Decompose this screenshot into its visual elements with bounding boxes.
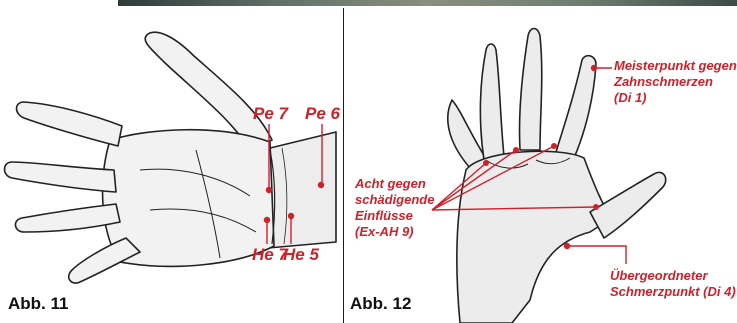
label-schmerz-line-2: Schmerzpunkt (Di 4) <box>610 284 736 300</box>
point-he5 <box>288 213 294 219</box>
point-pe7 <box>266 187 272 193</box>
label-schmerzpunkt: Übergeordneter Schmerzpunkt (Di 4) <box>610 268 736 300</box>
panel-divider <box>343 8 344 323</box>
label-meisterpunkt-line-3: (Di 1) <box>614 90 737 106</box>
label-acht-line-4: (Ex-AH 9) <box>355 224 434 240</box>
label-acht-gegen: Acht gegen schädigende Einflüsse (Ex-AH … <box>355 176 434 240</box>
label-he5: He 5 <box>283 245 319 265</box>
label-acht-line-1: Acht gegen <box>355 176 434 192</box>
label-meisterpunkt: Meisterpunkt gegen Zahnschmerzen (Di 1) <box>614 58 737 106</box>
label-acht-line-2: schädigende <box>355 192 434 208</box>
point-pe6 <box>318 182 324 188</box>
label-pe6: Pe 6 <box>305 104 340 124</box>
point-he7 <box>264 217 270 223</box>
label-schmerz-line-1: Übergeordneter <box>610 268 736 284</box>
label-meisterpunkt-line-2: Zahnschmerzen <box>614 74 737 90</box>
label-pe7: Pe 7 <box>253 104 288 124</box>
figure-caption-right: Abb. 12 <box>350 294 411 314</box>
figure-caption-left: Abb. 11 <box>8 294 68 314</box>
label-acht-line-3: Einflüsse <box>355 208 434 224</box>
label-meisterpunkt-line-1: Meisterpunkt gegen <box>614 58 737 74</box>
